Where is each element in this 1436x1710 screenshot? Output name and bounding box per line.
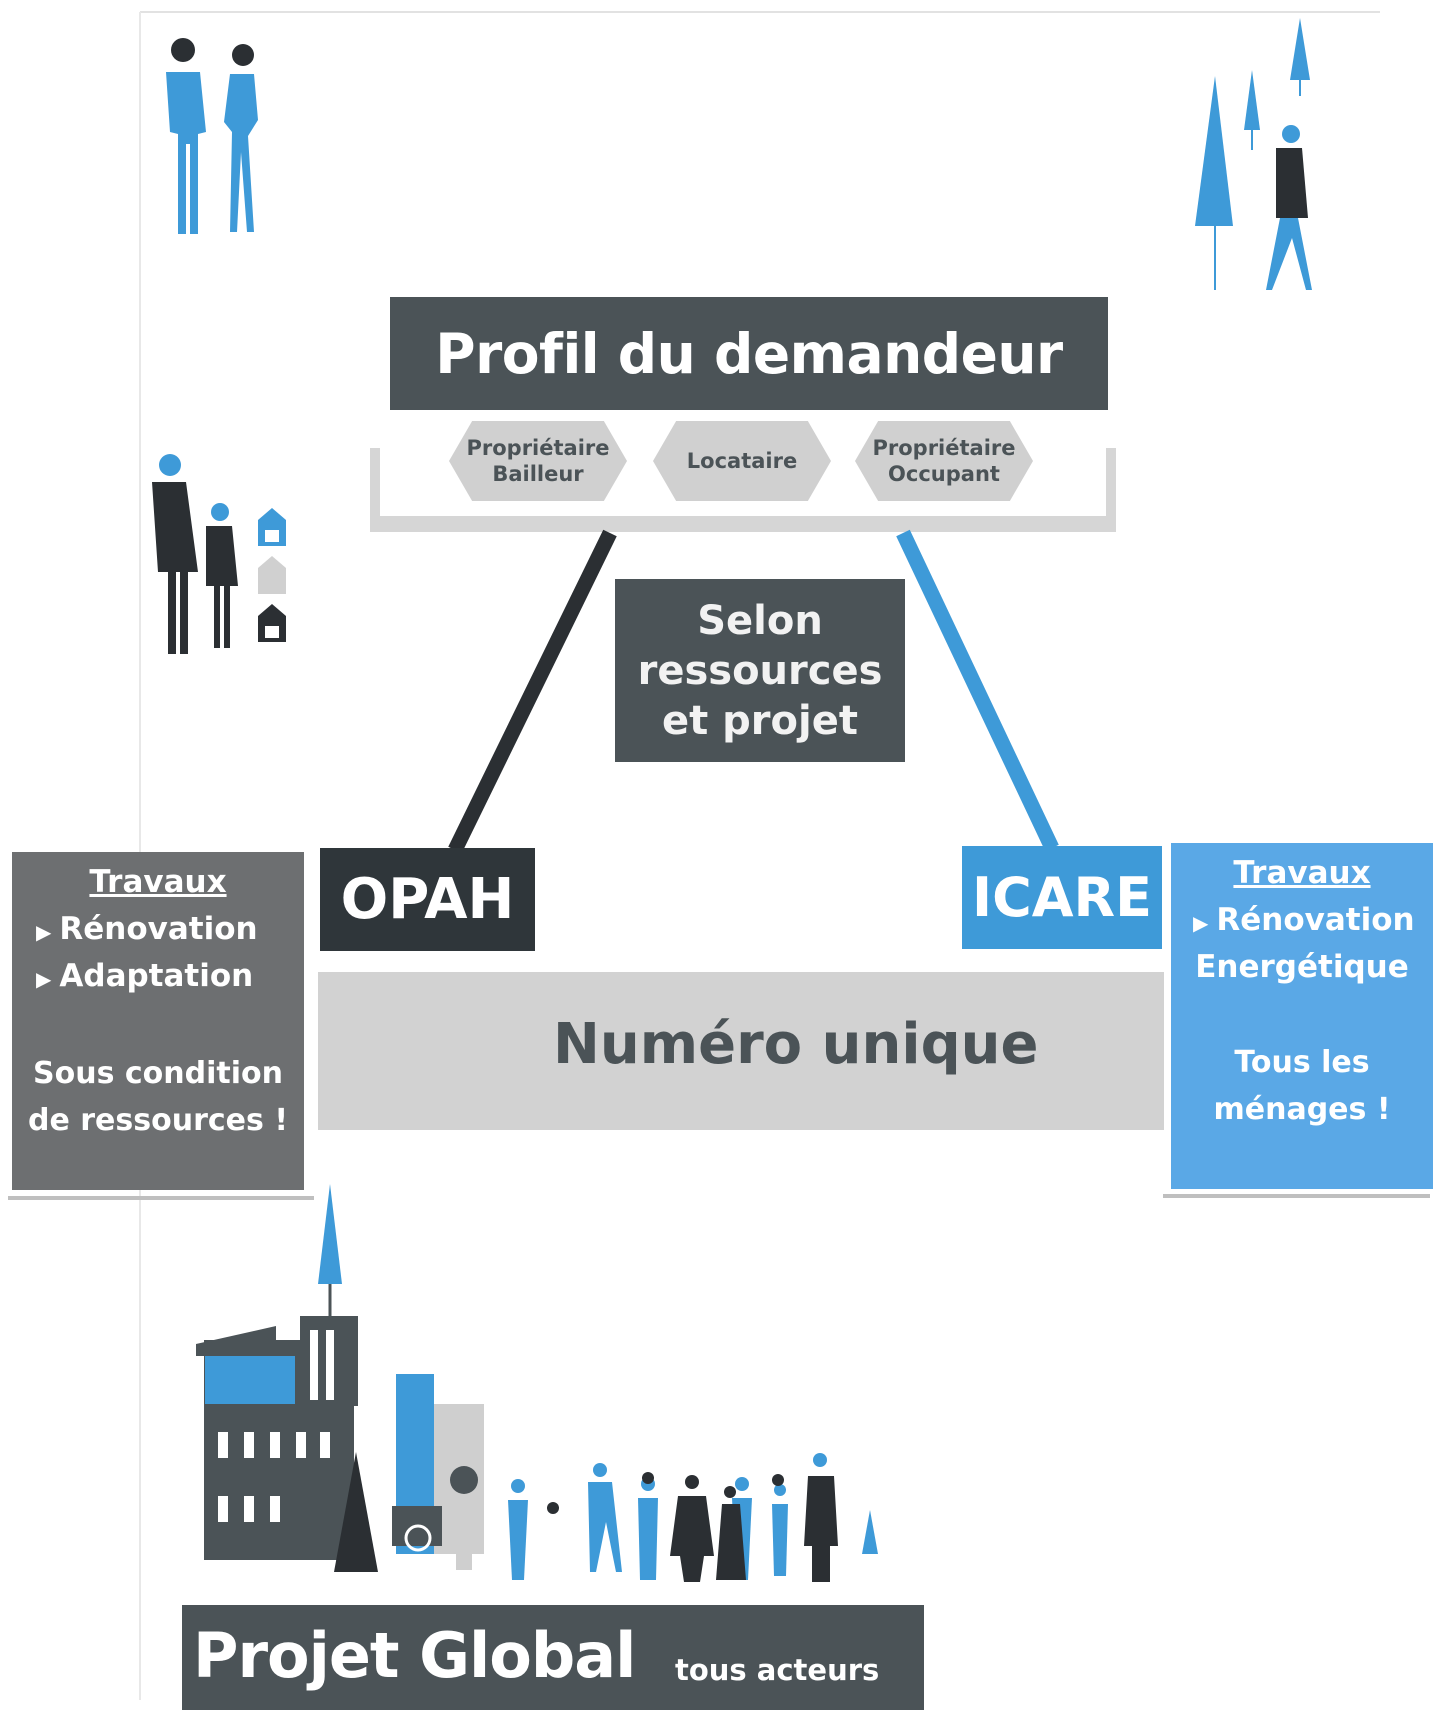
- opah-condition: Sous condition de ressources !: [12, 1050, 304, 1144]
- family-with-houses-icon: [152, 454, 286, 654]
- opah-item: ▶ Adaptation: [36, 958, 253, 994]
- opah-condition-line: Sous condition: [33, 1056, 283, 1091]
- icare-item: ▶ Rénovation: [1193, 902, 1415, 938]
- connector-icare: [896, 529, 1059, 852]
- couple-icon: [166, 38, 258, 234]
- opah-item-label: Rénovation: [59, 911, 258, 947]
- icare-item: Energétique: [1171, 949, 1433, 985]
- type-label: Bailleur: [492, 462, 584, 486]
- icare-panel: Travaux ▶ Rénovation Energétique Tous les…: [1171, 843, 1433, 1189]
- profile-bracket: [370, 448, 1116, 532]
- opah-item-label: Adaptation: [59, 958, 254, 994]
- icare-label: ICARE: [972, 866, 1152, 929]
- icare-label-box: ICARE: [962, 846, 1162, 949]
- opah-item: ▶ Rénovation: [36, 911, 258, 947]
- hotline-bar: Numéro unique: [318, 972, 1164, 1130]
- type-label: Propriétaire: [466, 436, 610, 460]
- connector-opah: [448, 529, 617, 854]
- footer-subtitle: tous acteurs: [675, 1653, 880, 1687]
- bullet-arrow-icon: ▶: [1193, 911, 1209, 935]
- type-label: Locataire: [686, 449, 798, 473]
- footer-title: Projet Global: [193, 1619, 636, 1692]
- city-crowd-icon: [196, 1184, 878, 1582]
- criteria-line: et projet: [662, 697, 858, 744]
- bullet-arrow-icon: ▶: [36, 920, 52, 944]
- criteria-line: ressources: [637, 647, 883, 694]
- type-label: Occupant: [888, 462, 1000, 486]
- icare-condition-line: ménages !: [1213, 1092, 1391, 1127]
- profile-header: Profil du demandeur: [390, 297, 1108, 410]
- opah-label-box: OPAH: [320, 848, 535, 951]
- hotline-label: Numéro unique: [553, 1012, 1039, 1077]
- icare-panel-heading: Travaux: [1233, 855, 1371, 891]
- icare-item-label: Rénovation: [1216, 902, 1415, 938]
- bullet-arrow-icon: ▶: [36, 967, 52, 991]
- icare-item-label: Energétique: [1195, 949, 1409, 985]
- opah-panel: Travaux ▶ Rénovation ▶ Adaptation Sous con…: [12, 852, 304, 1190]
- criteria-box: Selon ressources et projet: [615, 579, 905, 762]
- opah-label: OPAH: [340, 867, 515, 932]
- icare-condition-line: Tous les: [1234, 1045, 1370, 1080]
- type-label: Propriétaire: [872, 436, 1016, 460]
- type-tenant: Locataire: [653, 421, 831, 501]
- walker-with-trees-icon: [1195, 18, 1312, 290]
- criteria-line: Selon: [697, 597, 823, 644]
- type-owner-landlord: Propriétaire Bailleur: [449, 421, 627, 501]
- footer-banner: Projet Global tous acteurs: [182, 1605, 924, 1710]
- opah-panel-heading: Travaux: [89, 864, 227, 900]
- profile-title: Profil du demandeur: [435, 321, 1063, 386]
- type-owner-occupant: Propriétaire Occupant: [855, 421, 1033, 501]
- icare-condition: Tous les ménages !: [1171, 1039, 1433, 1133]
- opah-condition-line: de ressources !: [28, 1103, 288, 1138]
